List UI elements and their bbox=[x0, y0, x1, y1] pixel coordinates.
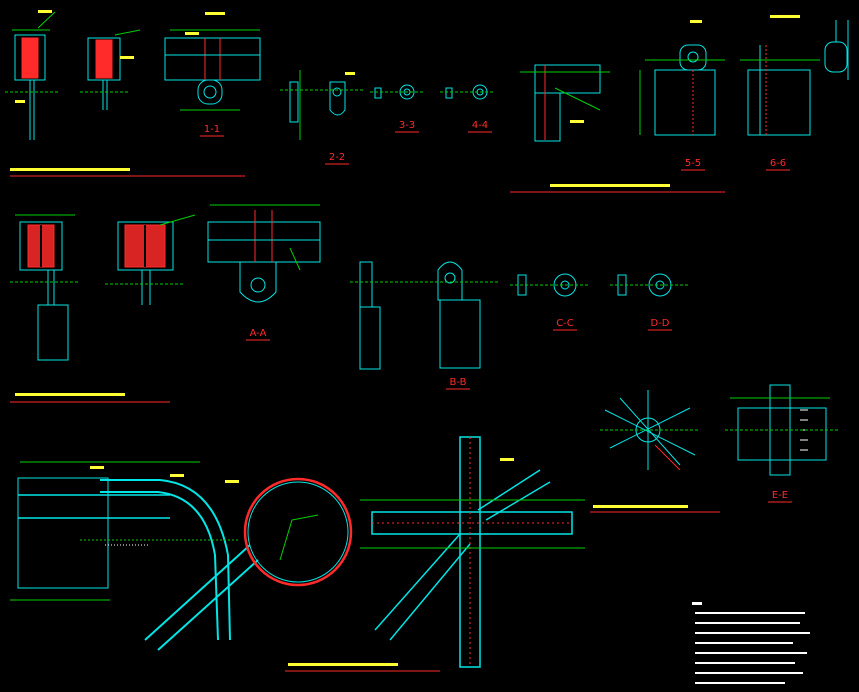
section-label-E-E: E-E bbox=[772, 490, 788, 501]
section-B-B-drawing bbox=[350, 261, 500, 370]
section-label-2-2: 2-2 bbox=[329, 152, 345, 163]
section-label-C-C: C-C bbox=[556, 318, 574, 329]
section-labels: 1-1 2-2 3-3 4-4 5-5 6-6 A-A B-B C-C D-D … bbox=[204, 120, 788, 501]
section-E-E-drawing bbox=[725, 384, 840, 476]
section-label-3-3: 3-3 bbox=[399, 120, 415, 131]
node-joint-drawing bbox=[600, 390, 700, 471]
section-label-B-B: B-B bbox=[450, 377, 467, 388]
section-label-underlines bbox=[200, 131, 792, 503]
section-2-2-drawing bbox=[280, 70, 365, 140]
section-6-6-drawing bbox=[740, 15, 849, 136]
section-label-1-1: 1-1 bbox=[204, 124, 220, 135]
detail-group-row3 bbox=[10, 436, 810, 684]
detail-group-row1 bbox=[5, 10, 849, 193]
bracket-detail-right bbox=[520, 64, 610, 142]
column-detail-d bbox=[105, 214, 196, 305]
column-detail-a bbox=[5, 10, 60, 140]
section-5-5-drawing bbox=[639, 20, 725, 136]
section-1-1-drawing bbox=[164, 12, 261, 111]
section-D-D-drawing bbox=[610, 273, 690, 297]
column-detail-b bbox=[80, 29, 141, 110]
section-label-A-A: A-A bbox=[250, 328, 267, 339]
section-3-3-drawing bbox=[370, 84, 425, 100]
section-C-C-drawing bbox=[510, 273, 590, 297]
detail-group-row2 bbox=[10, 204, 690, 403]
column-detail-c bbox=[10, 214, 80, 361]
section-label-4-4: 4-4 bbox=[472, 120, 488, 131]
notes-block bbox=[692, 602, 810, 684]
detail-group-node bbox=[590, 384, 840, 513]
curved-member-drawing bbox=[10, 461, 353, 651]
cross-joint-drawing bbox=[360, 436, 585, 668]
section-label-5-5: 5-5 bbox=[685, 158, 701, 169]
section-label-D-D: D-D bbox=[650, 318, 669, 329]
section-label-6-6: 6-6 bbox=[770, 158, 786, 169]
section-4-4-drawing bbox=[440, 84, 495, 100]
section-A-A-drawing bbox=[207, 204, 321, 303]
